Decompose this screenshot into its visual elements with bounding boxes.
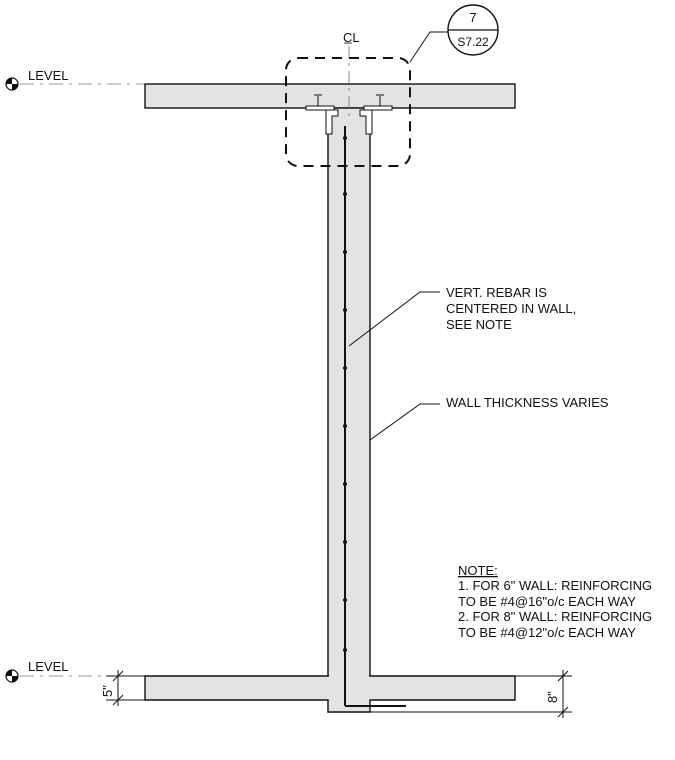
- wall-leader: [369, 403, 440, 441]
- embed-plate-left: [305, 94, 339, 135]
- horizontal-rebar-dot: [343, 250, 347, 254]
- horizontal-rebar-dot: [343, 308, 347, 312]
- horizontal-rebar-dot: [343, 424, 347, 428]
- detail-callout-box: [285, 57, 411, 167]
- note-line-3: 2. FOR 8" WALL: REINFORCING: [458, 609, 652, 624]
- bottom-level-label: LEVEL: [28, 659, 68, 674]
- rebar-callout-line-1: VERT. REBAR IS: [446, 285, 547, 300]
- horizontal-rebar-dot: [343, 482, 347, 486]
- horizontal-rebar-dot: [343, 192, 347, 196]
- horizontal-rebar-dot: [343, 366, 347, 370]
- top-slab: [144, 83, 516, 109]
- note-title: NOTE:: [458, 563, 498, 578]
- slab-dimension-text: 5": [100, 685, 115, 697]
- wall-callout: WALL THICKNESS VARIES: [446, 395, 609, 410]
- thickened-slab-dimension-text: 8": [545, 691, 560, 703]
- horizontal-rebar-dot: [343, 598, 347, 602]
- top-level-label: LEVEL: [28, 68, 68, 83]
- thickened-slab-dimension: 8": [370, 670, 572, 718]
- section-marker[interactable]: 7 S7.22: [447, 4, 499, 56]
- top-level-marker-icon: [5, 77, 19, 91]
- note-line-4: TO BE #4@12"o/c EACH WAY: [458, 625, 636, 640]
- horizontal-rebar-dot: [343, 648, 347, 652]
- note-line-2: TO BE #4@16"o/c EACH WAY: [458, 594, 636, 609]
- rebar-callout-line-3: SEE NOTE: [446, 317, 512, 332]
- note-block: NOTE: 1. FOR 6" WALL: REINFORCING TO BE …: [458, 563, 652, 640]
- rebar-leader: [348, 291, 440, 347]
- section-sheet: S7.22: [457, 35, 489, 49]
- section-number: 7: [469, 10, 476, 25]
- rebar-callout-line-2: CENTERED IN WALL,: [446, 301, 576, 316]
- detail-leader: [409, 31, 448, 63]
- horizontal-rebar-dots: [343, 136, 347, 652]
- note-line-1: 1. FOR 6" WALL: REINFORCING: [458, 578, 652, 593]
- horizontal-rebar-dot: [343, 540, 347, 544]
- centerline-symbol: C̲L: [343, 30, 360, 45]
- embed-plate-right: [359, 94, 393, 135]
- wall-slab-joint: [329, 670, 369, 682]
- bottom-level-marker-icon: [5, 669, 19, 683]
- horizontal-rebar-dot: [343, 136, 347, 140]
- slab-dimension: 5": [100, 670, 145, 706]
- concrete-wall: [327, 107, 371, 677]
